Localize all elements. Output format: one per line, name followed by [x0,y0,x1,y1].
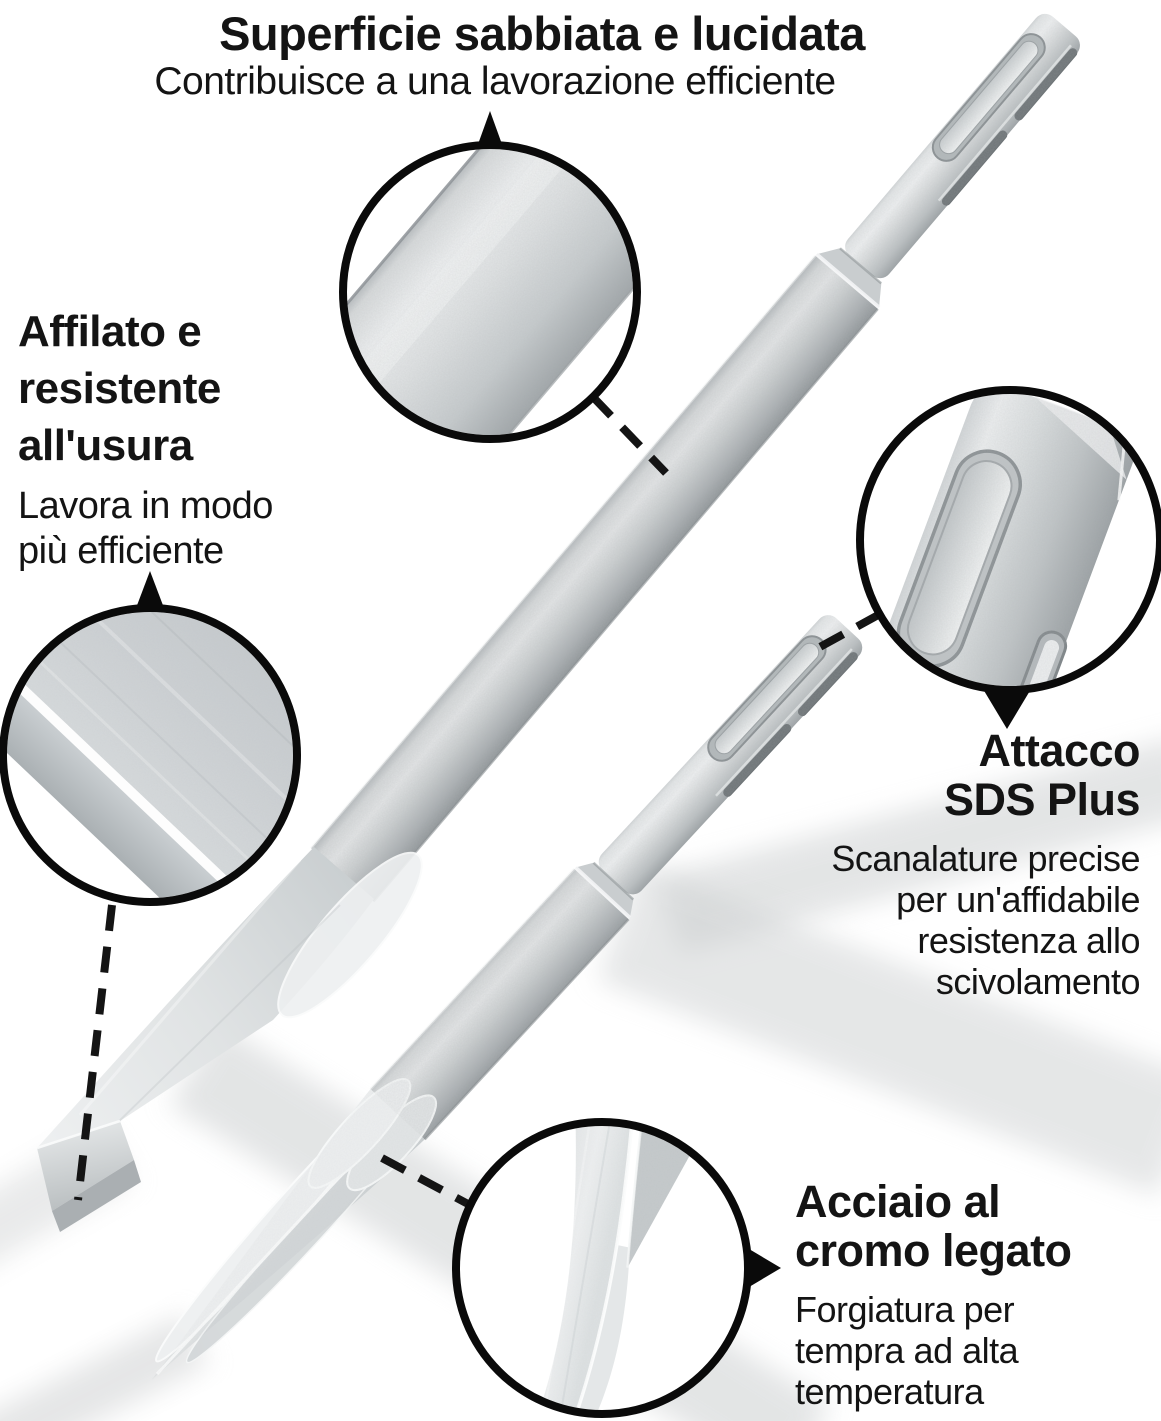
arrow-down-to-sds-text [983,689,1031,729]
feature-sharp-subtitle-line: Lavora in modo [18,485,273,527]
feature-sds-title-line: Attacco [978,725,1140,776]
callout-arrows [136,111,1031,1290]
feature-steel-title-line: cromo legato [795,1225,1072,1276]
feature-steel-title-line: Acciaio al [795,1176,1001,1227]
feature-sharp-subtitle-line: più efficiente [18,530,224,572]
feature-steel-subtitle-line: Forgiatura per [795,1289,1015,1330]
leader-line-tip [380,1154,470,1208]
feature-sds-subtitle-line: Scanalature precise [831,838,1140,879]
leader-line-surface [590,394,669,476]
feature-sds-block: Attacco SDS Plus Scanalature precise per… [831,726,1140,1002]
feature-surface-title: Superficie sabbiata e lucidata [219,7,865,60]
feature-sds-subtitle-line: per un'affidabile [896,879,1140,920]
magnifier-surface-detail [339,141,641,443]
feature-sharp-title-line: resistente [18,364,221,413]
leader-line-edge [74,904,116,1201]
arrow-up-to-sharp-text [136,571,164,608]
feature-sds-subtitle-line: scivolamento [935,961,1141,1002]
arrow-up-to-surface-text [477,111,503,147]
magnifier-blade-edge-detail [0,604,301,906]
feature-sds-subtitle-line: resistenza allo [917,920,1140,961]
pointed-chisel [124,610,868,1406]
feature-surface-subtitle: Contribuisce a una lavorazione efficient… [154,60,836,103]
feature-sharp-title-line: Affilato e [18,307,202,356]
feature-sds-title-line: SDS Plus [943,774,1141,825]
feature-steel-subtitle-line: tempra ad alta [795,1330,1019,1371]
arrow-right-to-steel-text [744,1246,781,1290]
feature-steel-block: Acciaio al cromo legato Forgiatura per t… [795,1177,1072,1412]
feature-sharp-block: Affilato e resistente all'usura Lavora i… [18,303,273,574]
magnifier-point-tip-detail [452,1118,752,1418]
feature-sharp-title-line: all'usura [18,421,193,470]
leader-lines [74,394,882,1208]
magnifier-sds-shank-detail [856,386,1161,694]
leader-line-shank [816,610,882,652]
feature-steel-subtitle-line: temperatura [795,1371,984,1412]
